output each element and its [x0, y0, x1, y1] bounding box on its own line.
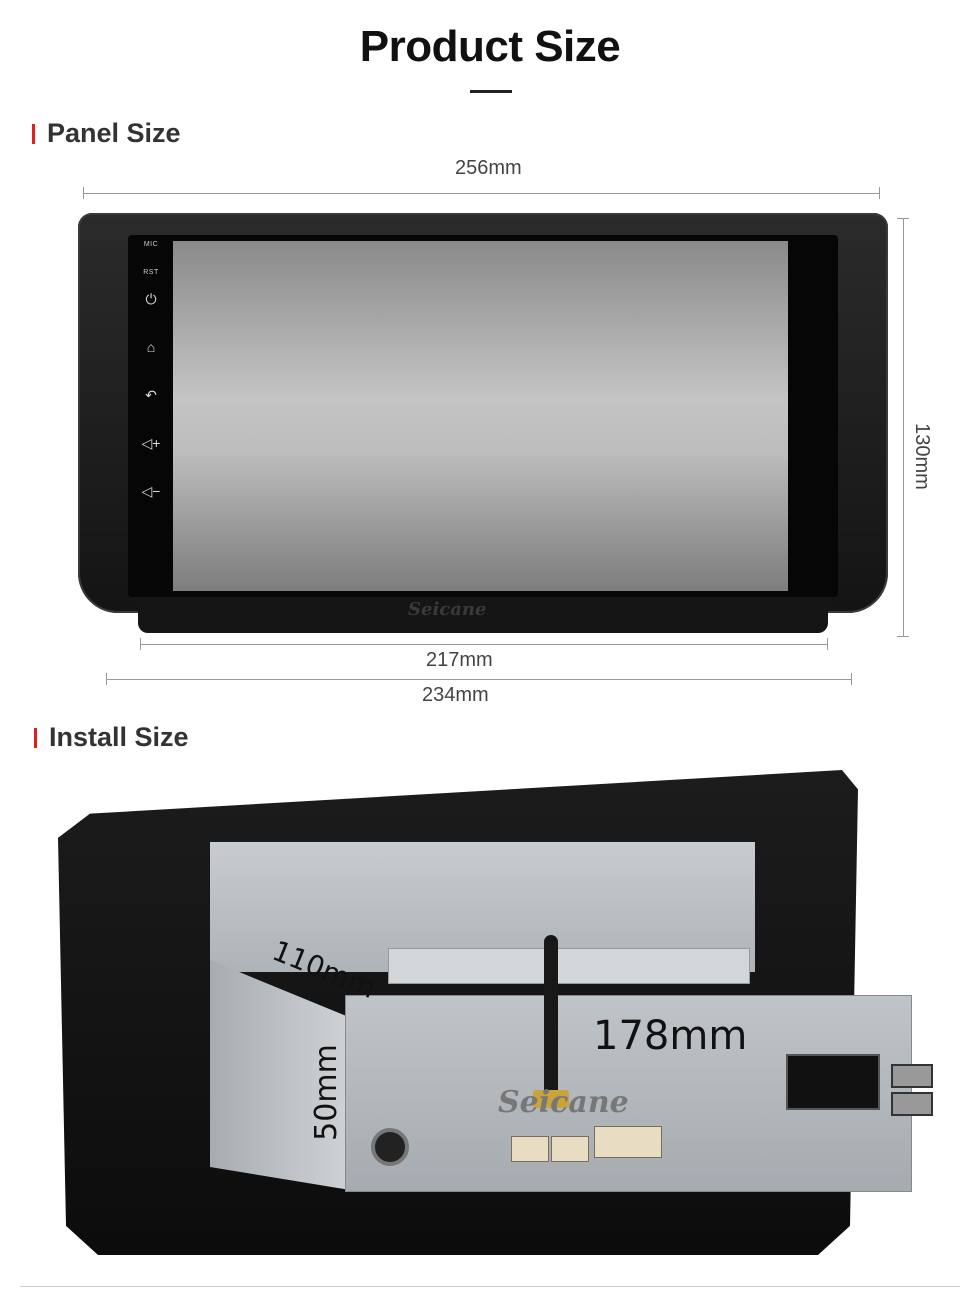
dim-tick — [83, 187, 84, 199]
rst-label: RST — [143, 269, 159, 276]
head-unit-front: MIC RST ⏻ ⌂ ↶ ◁+ ◁− Seicane — [78, 213, 888, 633]
mic-label: MIC — [143, 241, 159, 248]
dim-tick — [106, 673, 107, 685]
install-height-label: 50mm — [308, 1044, 344, 1141]
main-wiring-connector — [786, 1054, 880, 1110]
home-icon: ⌂ — [146, 339, 156, 355]
head-unit-rear: 110mm 178mm 50mm Seicane — [58, 770, 933, 1255]
bottom-divider — [20, 1286, 960, 1287]
screen-frame — [128, 235, 838, 597]
panel-size-heading: Panel Size — [32, 118, 181, 149]
volume-down-icon: ◁− — [141, 483, 161, 499]
panel-outer-width-label: 234mm — [422, 684, 489, 706]
panel-bottom-lip — [138, 593, 828, 633]
antenna-connector — [533, 1090, 569, 1108]
panel-outer-width-line — [106, 679, 851, 680]
heading-accent-bar — [34, 727, 37, 748]
brand-logo-rear: Seicane — [498, 1085, 629, 1120]
panel-height-line — [903, 218, 904, 636]
title-underline — [470, 90, 512, 93]
harness-connector — [551, 1136, 589, 1162]
panel-height-label: 130mm — [910, 423, 933, 490]
dim-tick — [879, 187, 880, 199]
power-port — [371, 1128, 409, 1166]
volume-up-icon: ◁+ — [141, 435, 161, 451]
usb-port — [891, 1064, 933, 1088]
usb-port — [891, 1092, 933, 1116]
spec-sticker — [388, 948, 750, 984]
panel-width-top-line — [83, 193, 879, 194]
dim-tick — [851, 673, 852, 685]
dim-tick — [827, 638, 828, 650]
power-icon: ⏻ — [145, 291, 157, 307]
panel-size-heading-text: Panel Size — [47, 118, 181, 148]
harness-connector — [594, 1126, 662, 1158]
gps-antenna — [544, 935, 558, 1100]
chassis-back-panel — [345, 995, 933, 1192]
back-icon: ↶ — [145, 387, 157, 403]
page-title: Product Size — [359, 22, 621, 71]
harness-connector — [511, 1136, 549, 1162]
dim-tick — [140, 638, 141, 650]
panel-inner-width-line — [140, 644, 827, 645]
display-screen — [173, 241, 788, 591]
side-button-column: MIC RST ⏻ ⌂ ↶ ◁+ ◁− — [136, 239, 172, 539]
install-size-heading: Install Size — [34, 722, 189, 753]
brand-logo-front: Seicane — [408, 599, 487, 620]
install-width-label: 178mm — [593, 1013, 748, 1059]
heading-accent-bar — [32, 123, 35, 144]
install-size-heading-text: Install Size — [49, 722, 189, 752]
dim-tick — [897, 218, 909, 219]
panel-inner-width-label: 217mm — [426, 649, 493, 671]
panel-width-top-label: 256mm — [455, 157, 522, 179]
dim-tick — [897, 636, 909, 637]
